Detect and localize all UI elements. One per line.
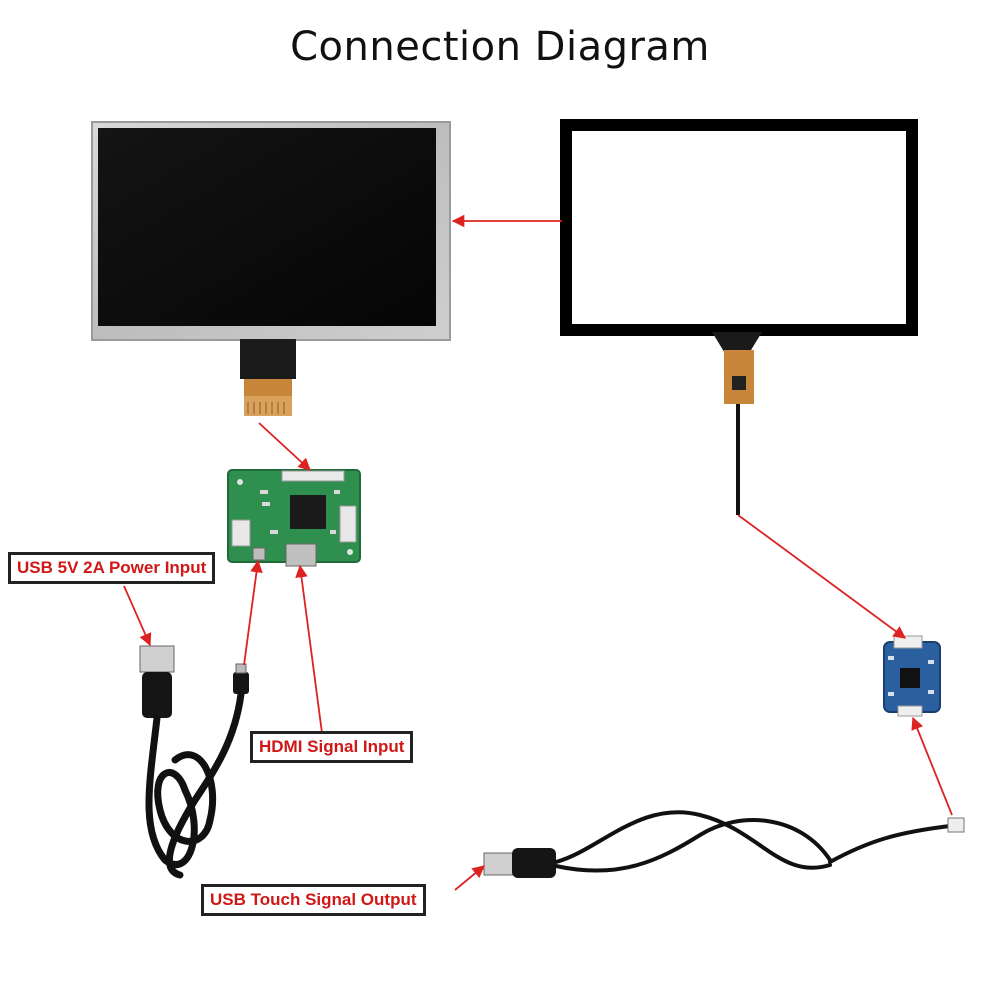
label-power-input: USB 5V 2A Power Input bbox=[8, 552, 216, 584]
arrow-hdmi-label-to-port bbox=[295, 564, 323, 734]
connection-arrows bbox=[123, 214, 953, 891]
hdmi-driver-board bbox=[227, 469, 361, 567]
arrow-touch-tail-to-controller bbox=[737, 514, 907, 639]
label-hdmi-input: HDMI Signal Input bbox=[250, 731, 414, 763]
arrow-cable-to-controller bbox=[911, 716, 953, 816]
touch-panel bbox=[560, 119, 918, 515]
usb-touch-cable bbox=[483, 810, 965, 878]
touch-controller-board bbox=[883, 635, 941, 717]
label-touch-output: USB Touch Signal Output bbox=[201, 884, 426, 916]
arrow-micro-usb-to-driver bbox=[243, 559, 263, 666]
usb-power-cable bbox=[139, 645, 249, 879]
arrow-lcd-fpc-to-driver bbox=[258, 422, 311, 471]
lcd-display-panel bbox=[91, 121, 451, 416]
diagram-title: Connection Diagram bbox=[290, 24, 710, 70]
arrow-output-label-to-usb bbox=[454, 865, 485, 891]
arrow-power-label-to-cable bbox=[123, 585, 152, 647]
